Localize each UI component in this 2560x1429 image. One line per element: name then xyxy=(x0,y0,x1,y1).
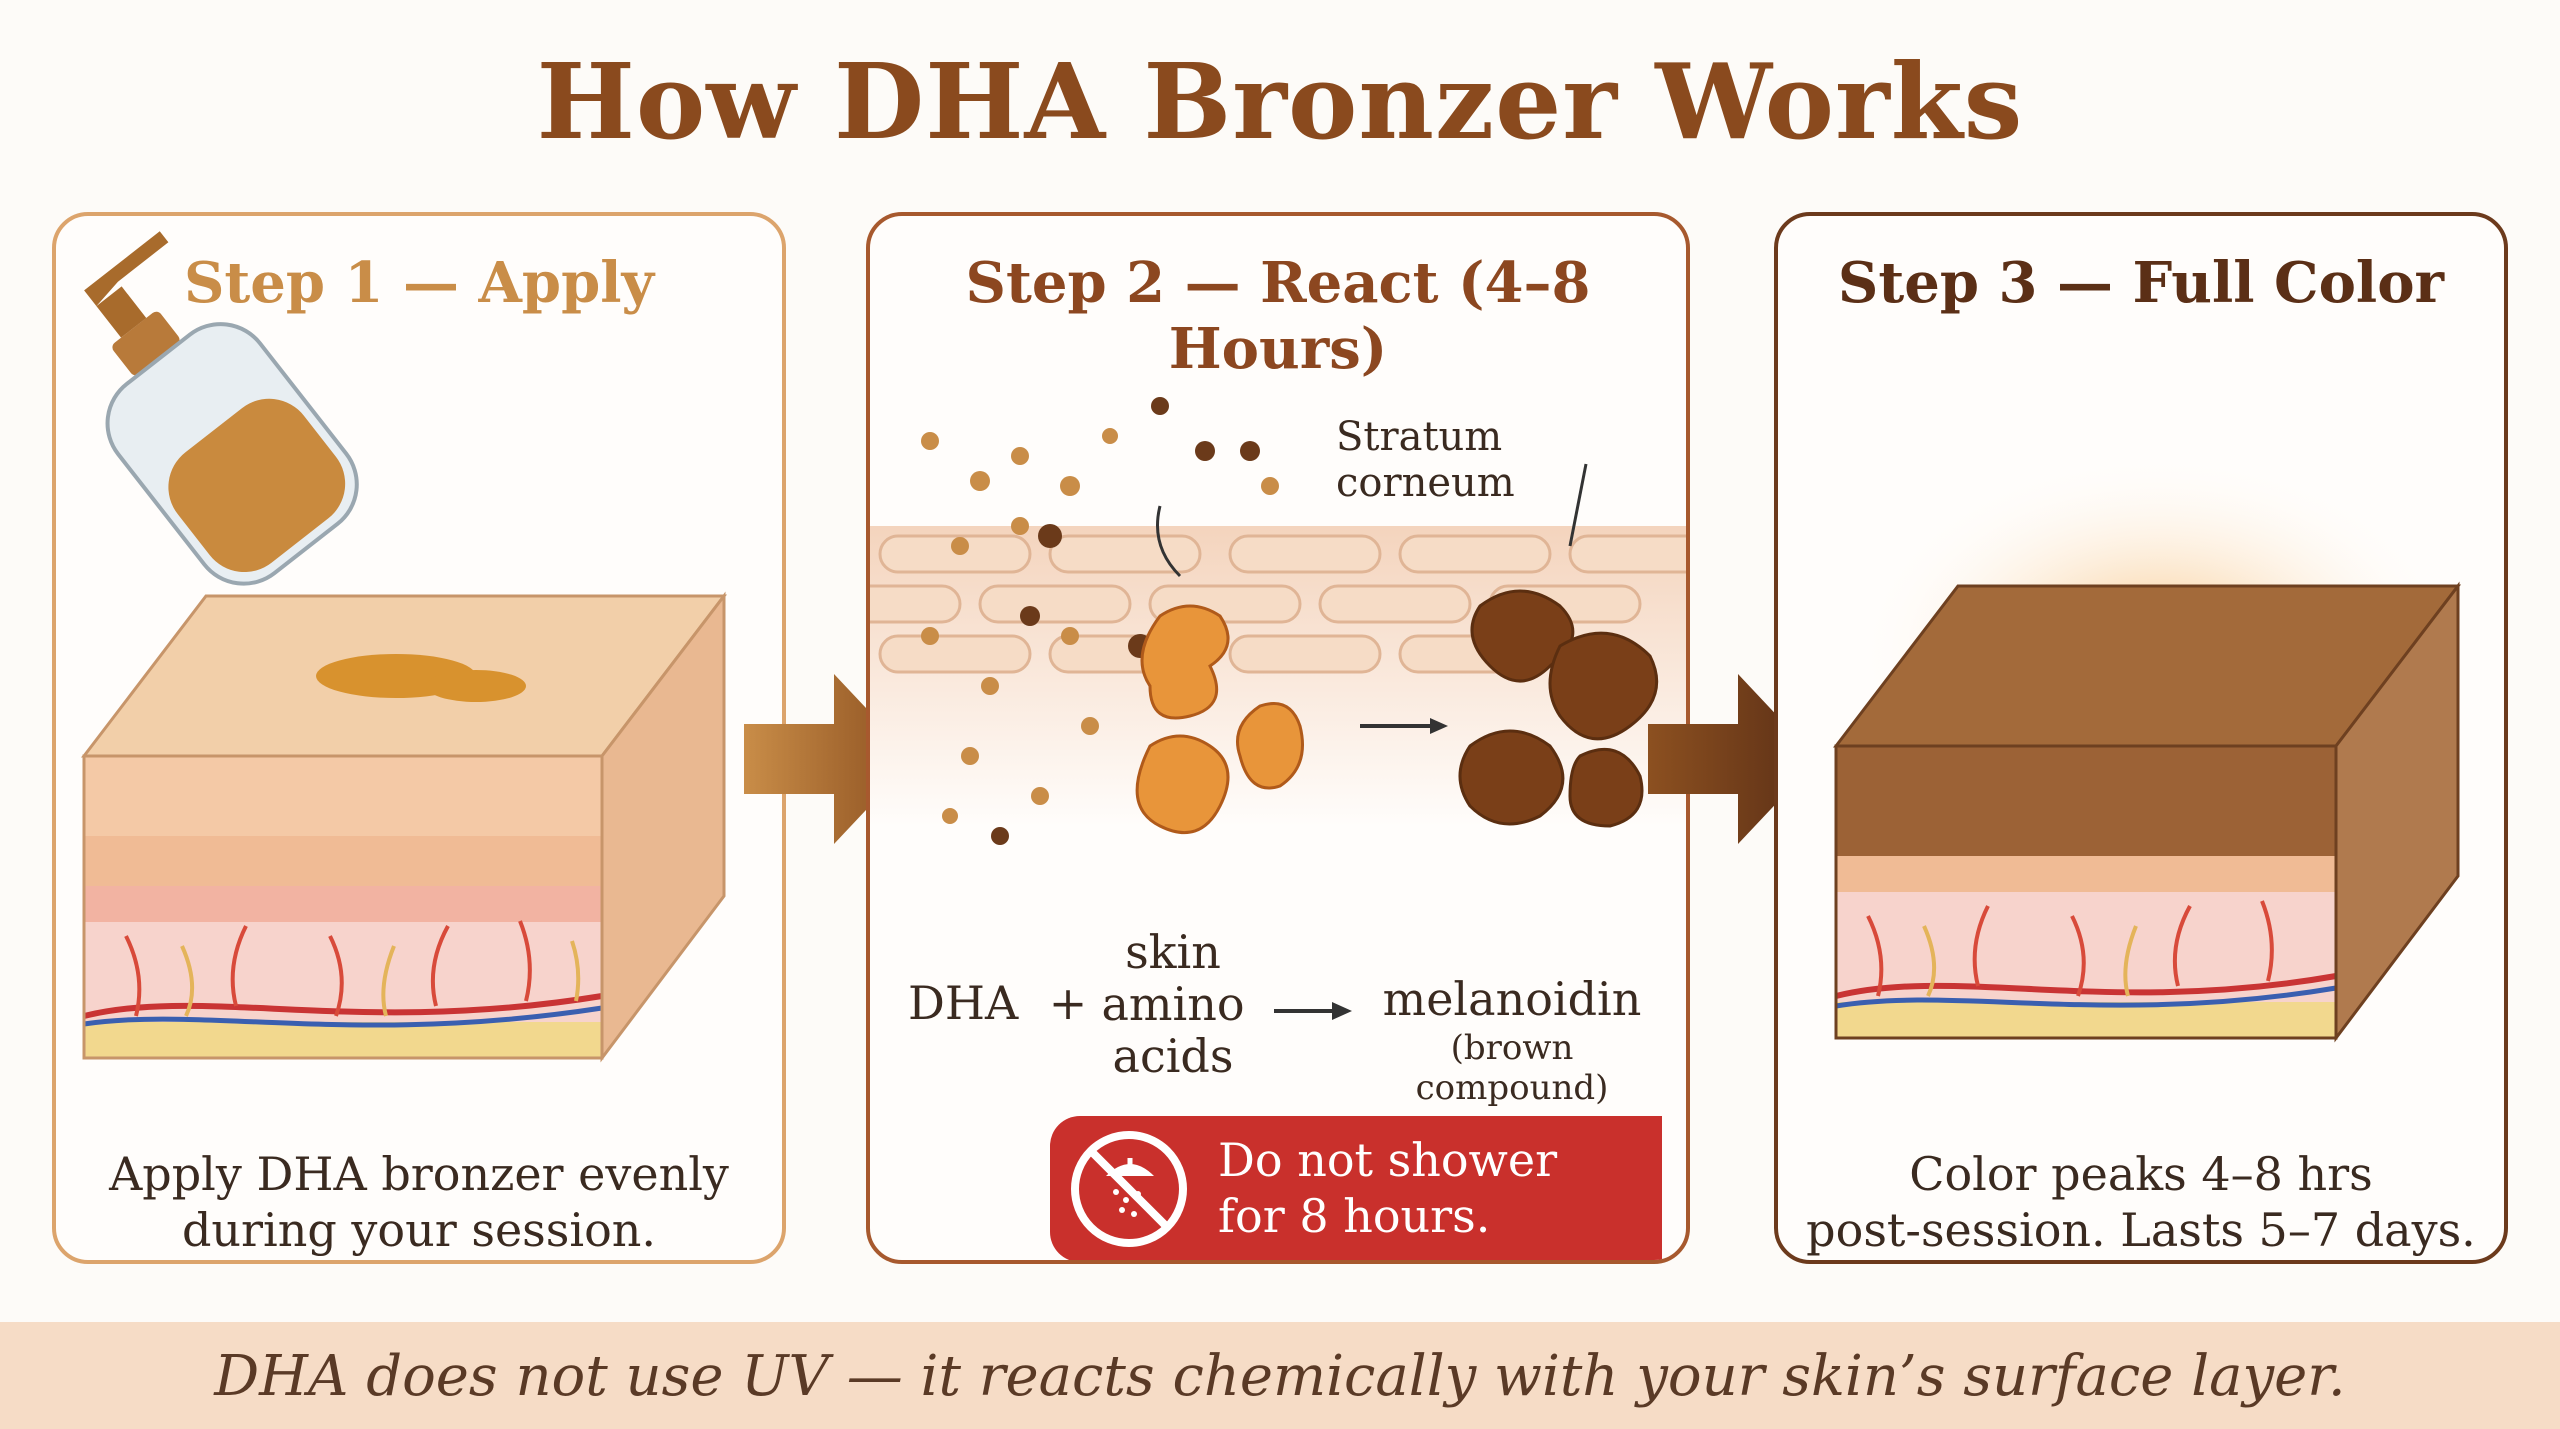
warning-line-1: Do not shower xyxy=(1218,1133,1558,1187)
warning-banner: Do not shower for 8 hours. xyxy=(1050,1116,1662,1260)
step-2-panel: Step 2 — React (4–8 Hours) xyxy=(866,212,1690,1264)
step-3-title: Step 3 — Full Color xyxy=(1837,250,2445,316)
no-shower-icon xyxy=(1071,1131,1187,1247)
skin-block-applied-illustration xyxy=(80,231,728,1063)
footer-text: DHA does not use UV — it reacts chemical… xyxy=(214,1344,2346,1409)
step-1-title: Step 1 — Apply xyxy=(183,250,655,316)
skin-block-tanned-illustration xyxy=(1832,456,2462,1043)
step-1-caption-line-1: Apply DHA bronzer evenly xyxy=(109,1147,729,1201)
arrow-right-icon xyxy=(1274,1002,1352,1020)
warning-line-2: for 8 hours. xyxy=(1218,1189,1491,1243)
step-2-title: Step 2 — React (4–8 Hours) xyxy=(965,250,1591,382)
equation-amino: amino xyxy=(1101,977,1245,1031)
stratum-corneum-label: Stratum corneum xyxy=(1336,414,1515,506)
equation-melanoidin: melanoidin xyxy=(1382,972,1642,1026)
equation-acids: acids xyxy=(1112,1029,1234,1083)
step-3-caption-line-2: post-session. Lasts 5–7 days. xyxy=(1806,1203,2476,1257)
equation-dha: DHA xyxy=(908,976,1019,1030)
equation-plus: + xyxy=(1048,976,1088,1030)
melanoidin-cluster xyxy=(1458,589,1659,828)
footer-banner: DHA does not use UV — it reacts chemical… xyxy=(0,1322,2560,1429)
step-1-caption-line-2: during your session. xyxy=(181,1203,657,1257)
equation-brown-compound: (brown compound) xyxy=(1415,1028,1609,1108)
equation-skin: skin xyxy=(1125,925,1221,979)
step-3-panel: Step 3 — Full Color Color peaks 4–8 hrs … xyxy=(1774,212,2508,1264)
reaction-illustration xyxy=(870,397,1686,845)
amino-acid-cluster xyxy=(1135,604,1304,835)
step-1-panel: Step 1 — Apply Apply D xyxy=(52,212,786,1264)
pump-bottle-icon xyxy=(84,231,359,586)
step-3-caption-line-1: Color peaks 4–8 hrs xyxy=(1909,1147,2373,1201)
page-title: How DHA Bronzer Works xyxy=(536,40,2024,163)
